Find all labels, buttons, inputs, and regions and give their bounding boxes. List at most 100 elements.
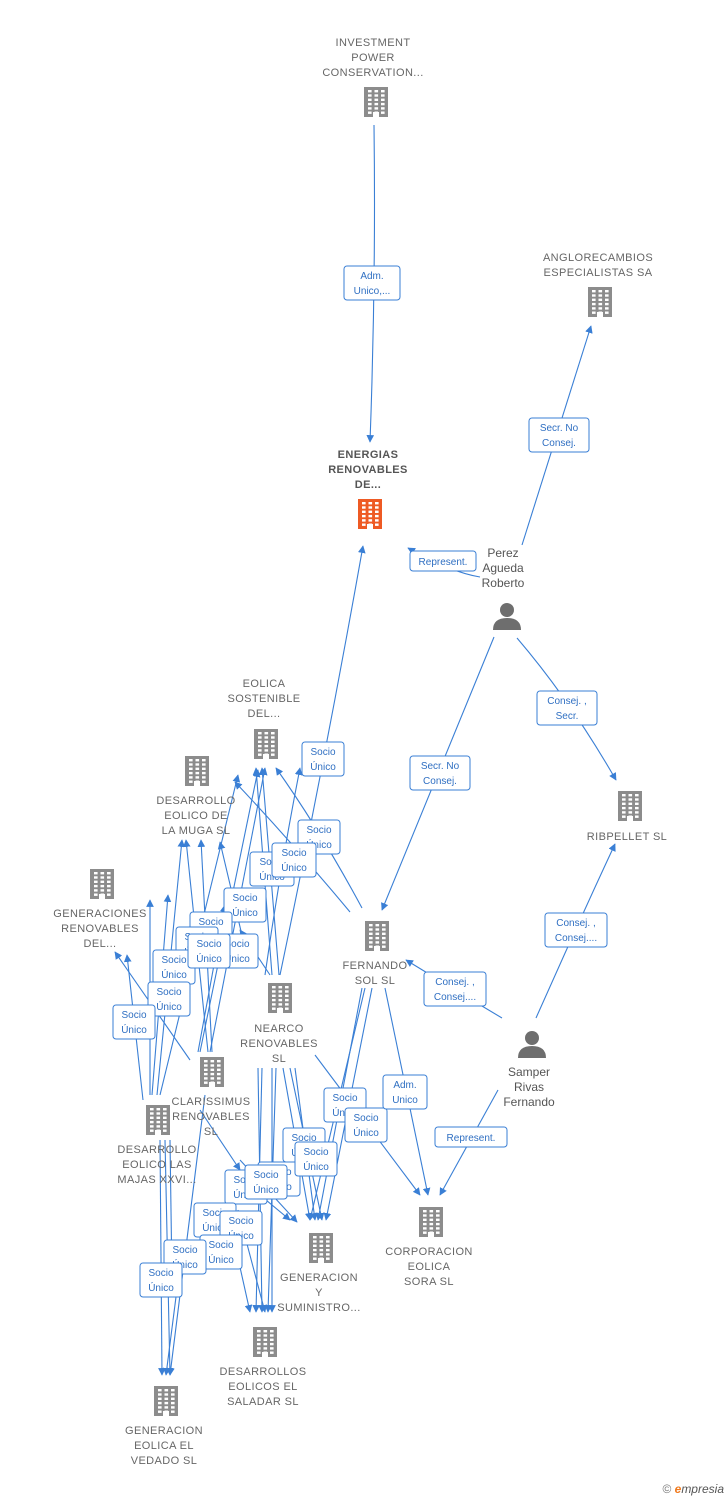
building-icon — [146, 1105, 170, 1135]
node-label: GENERACIONES — [53, 908, 146, 920]
node-label: EOLICO LAS — [122, 1159, 191, 1171]
node-label: SOL SL — [355, 975, 396, 987]
copyright-symbol: © — [662, 1482, 672, 1496]
node-label: Perez — [487, 546, 518, 560]
badge-label: Socio — [224, 939, 249, 950]
badge-label: Socio — [148, 1268, 173, 1279]
node-label: ANGLORECAMBIOS — [543, 252, 653, 264]
node-label: SOSTENIBLE — [227, 693, 300, 705]
badge-label: Socio — [172, 1245, 197, 1256]
badge-label: Socio — [253, 1170, 278, 1181]
node-label: SL — [204, 1126, 218, 1138]
building-icon — [200, 1057, 224, 1087]
badge-label: Socio — [228, 1216, 253, 1227]
badge-label: Consej.... — [434, 992, 476, 1003]
brand-logo[interactable]: empresia — [674, 1482, 724, 1496]
node-label: VEDADO SL — [131, 1455, 198, 1467]
node-label: ENERGIAS — [338, 449, 399, 461]
relationship-badge[interactable]: Consej. ,Secr. — [536, 690, 598, 726]
relationship-badge[interactable]: Represent. — [409, 550, 477, 572]
relationship-badge[interactable]: Represent. — [434, 1126, 508, 1148]
node-label: RENOVABLES — [172, 1111, 250, 1123]
node-label: EOLICOS EL — [228, 1381, 297, 1393]
node-label: MAJAS XXVI... — [117, 1174, 196, 1186]
node-vedado[interactable]: GENERACION EOLICA EL VEDADO SL — [125, 1386, 203, 1467]
badge-label: Unico — [392, 1095, 418, 1106]
badge-label: Socio — [303, 1147, 328, 1158]
relationship-badge[interactable]: Consej. ,Consej.... — [423, 971, 487, 1007]
node-clarissimus[interactable]: CLARISSIMUS RENOVABLES SL — [172, 1057, 251, 1138]
badge-label: Único — [121, 1023, 147, 1036]
badge-label: Único — [208, 1253, 234, 1266]
node-investment[interactable]: INVESTMENTPOWERCONSERVATION... — [322, 37, 423, 117]
badge-label: Consej.... — [555, 933, 597, 944]
node-label: SORA SL — [404, 1276, 454, 1288]
node-label: SL — [272, 1053, 286, 1065]
node-label: RENOVABLES — [328, 464, 408, 476]
node-ribpellet[interactable]: RIBPELLET SL — [587, 791, 667, 843]
node-energias[interactable]: ENERGIASRENOVABLESDE... — [328, 449, 408, 529]
node-label: EOLICA EL — [134, 1440, 194, 1452]
node-label: DESARROLLO — [117, 1144, 196, 1156]
relationship-edge — [199, 1109, 241, 1171]
badge-label: Unico,... — [354, 286, 391, 297]
node-eolica-sost[interactable]: EOLICASOSTENIBLEDEL... — [227, 678, 300, 759]
relationship-badge[interactable]: Adm. Unico,... — [343, 265, 401, 301]
node-label: RENOVABLES — [61, 923, 139, 935]
relationship-badge[interactable]: Adm.Unico — [382, 1074, 428, 1110]
node-label: CLARISSIMUS — [172, 1096, 251, 1108]
badge-label: Socio — [332, 1093, 357, 1104]
node-majas[interactable]: DESARROLLO EOLICO LAS MAJAS XXVI... — [117, 1105, 196, 1186]
badge-label: Consej. , — [547, 696, 586, 707]
node-gen-sum[interactable]: GENERACIONYSUMINISTRO... — [277, 1233, 360, 1314]
person-icon — [518, 1031, 546, 1058]
badge-label: Adm. — [360, 271, 383, 282]
badge-label: Único — [148, 1281, 174, 1294]
node-label: NEARCO — [254, 1023, 304, 1035]
footer-brand: © empresia — [662, 1482, 724, 1496]
building-icon — [185, 756, 209, 786]
relationship-edge — [158, 1139, 166, 1376]
badge-label: Socio — [291, 1133, 316, 1144]
badge-label: Único — [281, 861, 307, 874]
badge-label: Consej. — [423, 776, 457, 787]
badge-label: Único — [232, 906, 258, 919]
node-label: GENERACION — [125, 1425, 203, 1437]
relationship-edges — [114, 124, 617, 1376]
badge-label: Socio — [208, 1240, 233, 1251]
badge-label: Único — [253, 1183, 279, 1196]
badge-label: Socio — [306, 825, 331, 836]
node-generaciones[interactable]: GENERACIONESRENOVABLESDEL... — [53, 869, 146, 950]
node-label: Agueda — [482, 561, 524, 575]
relationship-badge[interactable]: Consej. ,Consej.... — [544, 912, 608, 948]
node-label: Fernando — [503, 1095, 555, 1109]
badge-label: Único — [310, 760, 336, 773]
node-label: CONSERVATION... — [322, 67, 423, 79]
building-icon — [358, 499, 382, 529]
badge-label: Socio — [121, 1010, 146, 1021]
